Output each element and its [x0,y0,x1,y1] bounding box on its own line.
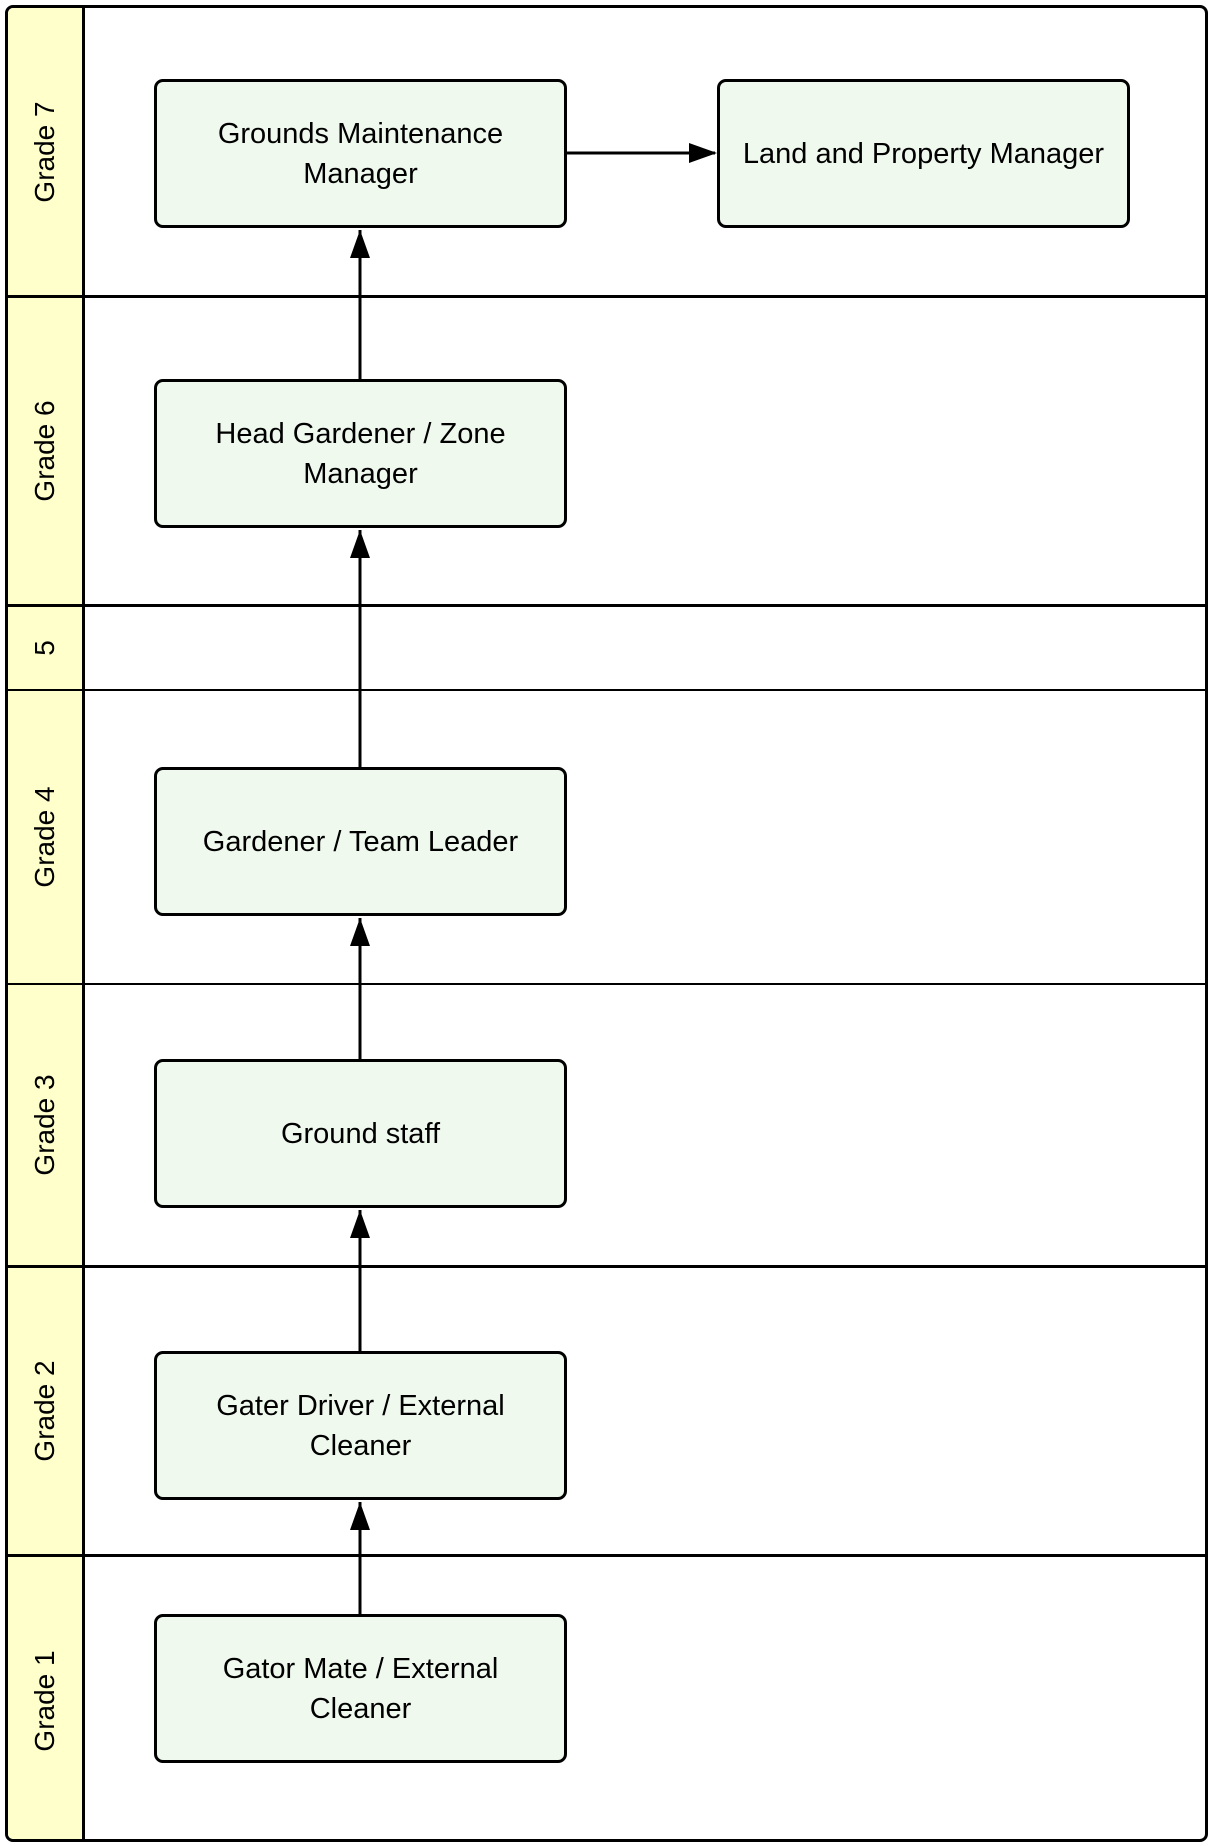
role-box-head-gardener: Head Gardener / Zone Manager [154,379,567,528]
role-label: Gardener / Team Leader [202,825,519,858]
lane-grade-6: Grade 6 [8,295,1205,604]
arrowhead-icon [350,1210,370,1238]
role-label: Ground staff [280,1117,441,1150]
role-label: Gator Mate / External Cleaner [222,1652,499,1725]
role-box-gardener-team-leader: Gardener / Team Leader [154,767,567,916]
role-label: Gater Driver / External Cleaner [216,1389,505,1462]
lane-grade-2: Grade 2 [8,1265,1205,1554]
lane-grade-5: 5 [8,604,1205,689]
swimlane-diagram: Grade 7 Grade 6 5 Grade 4 Grade 3 Grade … [5,5,1208,1842]
role-box-land-property-manager: Land and Property Manager [717,79,1130,228]
arrowhead-icon [350,230,370,258]
lane-grade-3: Grade 3 [8,983,1205,1265]
arrowhead-icon [689,143,717,163]
arrowhead-icon [350,918,370,946]
arrowhead-icon [350,1502,370,1530]
role-box-gator-mate: Gator Mate / External Cleaner [154,1614,567,1763]
role-label: Grounds Maintenance Manager [217,117,504,190]
lane-grade-1: Grade 1 [8,1554,1205,1839]
role-label: Land and Property Manager [742,137,1105,170]
role-box-gater-driver: Gater Driver / External Cleaner [154,1351,567,1500]
role-box-ground-staff: Ground staff [154,1059,567,1208]
lane-grade-4: Grade 4 [8,689,1205,983]
role-label: Head Gardener / Zone Manager [215,417,506,490]
lane-grade-7: Grade 7 [8,8,1205,295]
role-box-grounds-maintenance-manager: Grounds Maintenance Manager [154,79,567,228]
arrowhead-icon [350,530,370,558]
